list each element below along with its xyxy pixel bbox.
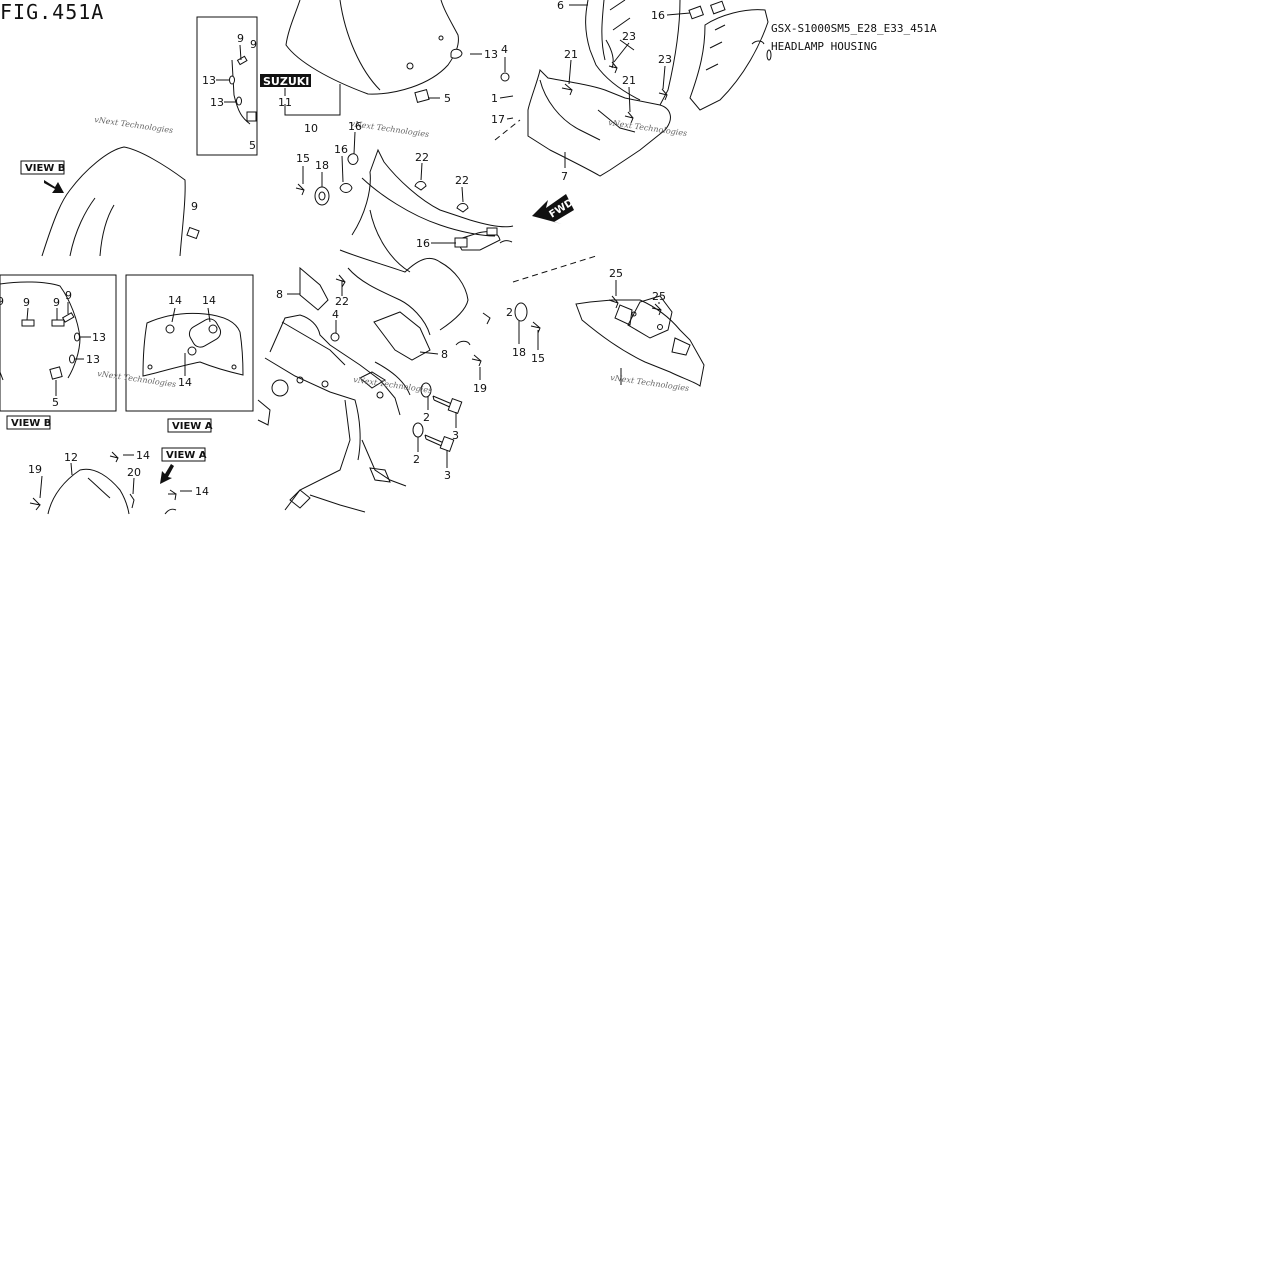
callout-9: 9	[0, 295, 4, 308]
watermark-1: vNext Technologies	[94, 115, 174, 135]
fwd-arrow-icon	[532, 194, 574, 224]
inset-view-b-box	[0, 274, 117, 412]
callout-2: 2	[506, 306, 513, 319]
callout-21: 21	[622, 74, 636, 87]
callout-5: 5	[444, 92, 451, 105]
suzuki-logo-badge	[260, 74, 311, 87]
callout-12: 12	[64, 451, 78, 464]
inset-view-a-box	[125, 274, 254, 412]
view-b-arrow-icon	[44, 180, 64, 193]
callout-18: 18	[512, 346, 526, 359]
washer-upper	[420, 382, 432, 398]
callout-4: 4	[332, 308, 339, 321]
inset-top-box	[196, 16, 258, 156]
callout-9: 9	[23, 296, 30, 309]
callout-5: 5	[249, 139, 256, 152]
callout-14: 14	[202, 294, 216, 307]
callout-6: 6	[557, 0, 564, 12]
callout-23: 23	[622, 30, 636, 43]
callout-23: 23	[658, 53, 672, 66]
callout-14: 14	[178, 376, 192, 389]
callout-9: 9	[65, 289, 72, 302]
callout-22: 22	[335, 295, 349, 308]
washer-lower	[412, 422, 424, 438]
callout-20: 20	[127, 466, 141, 479]
view-a-arrow-icon	[160, 464, 174, 484]
callout-9: 9	[237, 32, 244, 45]
view-b-label-box-1	[20, 160, 65, 175]
callout-9: 9	[53, 296, 60, 309]
callout-4: 4	[501, 43, 508, 56]
view-b-label-1: VIEW B	[25, 163, 65, 174]
callout-2: 2	[423, 411, 430, 424]
callout-2: 2	[413, 453, 420, 466]
figure-title: FIG.451A	[0, 0, 105, 24]
watermarks: vNext Technologies vNext Technologies vN…	[94, 115, 690, 395]
callout-10: 10	[304, 122, 318, 135]
callout-5: 5	[52, 396, 59, 409]
callout-8: 8	[441, 348, 448, 361]
callout-9: 9	[250, 38, 257, 51]
callout-3: 3	[444, 469, 451, 482]
watermark-4: vNext Technologies	[97, 369, 177, 389]
view-b-label-2: VIEW B	[11, 418, 51, 429]
windscreen-top	[285, 0, 459, 95]
callout-15: 15	[531, 352, 545, 365]
callout-16: 16	[651, 9, 665, 22]
callout-19: 19	[473, 382, 487, 395]
model-code: GSX-S1000SM5_E28_E33_451A	[771, 22, 937, 35]
callout-1: 1	[491, 92, 498, 105]
callout-14: 14	[195, 485, 209, 498]
callout-25: 25	[609, 267, 623, 280]
windscreen-side-outline	[41, 146, 186, 257]
callout-13: 13	[92, 331, 106, 344]
headlamp-housing-body	[351, 148, 514, 236]
callout-13: 13	[484, 48, 498, 61]
callout-22: 22	[415, 151, 429, 164]
callout-9: 9	[191, 200, 198, 213]
lower-cowl-panel	[575, 299, 705, 387]
callout-13: 13	[202, 74, 216, 87]
callout-11: 11	[278, 96, 292, 109]
callout-22: 22	[455, 174, 469, 187]
section-title: HEADLAMP HOUSING	[771, 40, 877, 53]
callout-19: 19	[28, 463, 42, 476]
callout-3: 3	[452, 429, 459, 442]
watermark-3: vNext Technologies	[608, 118, 688, 138]
front-stay-frame	[269, 314, 401, 416]
callout-15: 15	[296, 152, 310, 165]
callout-17: 17	[491, 113, 505, 126]
callout-14: 14	[136, 449, 150, 462]
callout-21: 21	[564, 48, 578, 61]
callout-18: 18	[315, 159, 329, 172]
callout-8: 8	[276, 288, 283, 301]
leader-lines	[26, 4, 691, 499]
callout-16: 16	[348, 120, 362, 133]
callout-13: 13	[86, 353, 100, 366]
callout-7: 7	[561, 170, 568, 183]
callout-numbers: 9 9 13 13 5 11 10 13 4 5 1 17 9 15 18 16…	[0, 0, 672, 498]
callout-25: 25	[652, 290, 666, 303]
suzuki-logo-text: SUZUKI	[263, 75, 309, 88]
callout-16: 16	[334, 143, 348, 156]
view-a-label-2: VIEW A	[166, 450, 207, 461]
callout-13: 13	[210, 96, 224, 109]
watermark-5: vNext Technologies	[353, 375, 433, 395]
callout-16: 16	[416, 237, 430, 250]
view-a-label-1: VIEW A	[172, 421, 213, 432]
callout-14: 14	[168, 294, 182, 307]
